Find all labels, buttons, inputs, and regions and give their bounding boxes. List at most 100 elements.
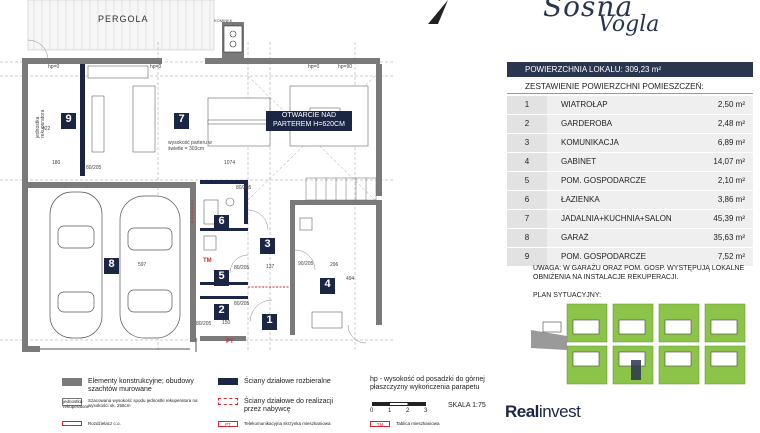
legend-text: Elementy konstrukcyjne; obudowy szachtów… bbox=[88, 378, 194, 393]
legend-to-build: Ściany działowe do realizacji przez naby… bbox=[218, 398, 348, 414]
door-code: 80/205 bbox=[86, 165, 102, 171]
room-label-4: 4 bbox=[320, 278, 335, 294]
logo-rest: invest bbox=[538, 402, 581, 421]
legend-text: hp - wysokość od posadzki do górnej płas… bbox=[370, 376, 485, 391]
logo-bold: Real bbox=[505, 402, 539, 421]
info-panel: Sosna Vogla POWIERZCHNIA LOKALU: 309,23 … bbox=[503, 0, 760, 428]
recuperator-label: jednostka rekuperatora bbox=[35, 109, 46, 138]
legend-text: Szacowana wysokość spodu jednostki rekup… bbox=[88, 398, 198, 408]
room-number: 8 bbox=[507, 229, 547, 247]
room-name: POM. GOSPODARCZE bbox=[547, 172, 687, 190]
site-plan-title: PLAN SYTUACYJNY: bbox=[533, 292, 602, 299]
hp-label: hp=0 bbox=[308, 64, 320, 70]
legend-partition: Ściany działowe rozbieralne bbox=[218, 378, 348, 386]
room-area: 3,86 m² bbox=[687, 191, 753, 209]
room-name: KOMUNIKACJA bbox=[547, 134, 687, 152]
room-label-6: 6 bbox=[214, 215, 229, 231]
cars bbox=[49, 191, 181, 339]
dimension-label: 422 bbox=[42, 126, 51, 132]
dimension-label: 1074 bbox=[224, 160, 236, 166]
brand-subtitle: Vogla bbox=[598, 12, 660, 37]
tm-marker: TM bbox=[203, 258, 212, 264]
legend-distributor: Rozdzielacz c.o. bbox=[62, 421, 212, 426]
legend-text: Tablica mieszkaniowa bbox=[396, 421, 440, 426]
dimension-label: 180 bbox=[52, 160, 61, 166]
legend-swatch-to-build bbox=[218, 398, 238, 405]
room-label-9: 9 bbox=[61, 113, 76, 129]
legend-swatch-wall bbox=[62, 378, 82, 386]
kitchen-furniture bbox=[87, 65, 271, 153]
legend-recuperator: jednostka rekuperatora Szacowana wysokoś… bbox=[62, 398, 212, 409]
room-name: ŁAZIENKA bbox=[547, 191, 687, 209]
room-area: 35,63 m² bbox=[687, 229, 753, 247]
room-label-1: 1 bbox=[262, 314, 277, 330]
dimension-label: 494 bbox=[346, 276, 355, 282]
room-number: 3 bbox=[507, 134, 547, 152]
legend-text: Ściany działowe do realizacji przez naby… bbox=[244, 398, 334, 413]
door-swings bbox=[27, 39, 367, 344]
legend-text: Ściany działowe rozbieralne bbox=[244, 378, 331, 385]
legend-pt: PT Telekomunikacyjna skrzynka mieszkanio… bbox=[218, 421, 348, 427]
dimension-label: 597 bbox=[138, 262, 147, 268]
room-area: 2,10 m² bbox=[687, 172, 753, 190]
rooms-table-title: ZESTAWIENIE POWIERZCHNI POMIESZCZEŃ: bbox=[507, 80, 753, 94]
room-label-7: 7 bbox=[174, 113, 189, 129]
site-plan-map bbox=[531, 300, 755, 388]
distributor-icon bbox=[62, 421, 82, 426]
tm-icon: TM bbox=[370, 421, 390, 427]
room-label-8: 8 bbox=[104, 258, 119, 274]
legend-structural: Elementy konstrukcyjne; obudowy szachtów… bbox=[62, 378, 212, 394]
compass-icon bbox=[428, 0, 448, 24]
room-name: GARAŻ bbox=[547, 229, 687, 247]
scale-bar: 0 1 2 3 bbox=[370, 402, 440, 416]
note-text: UWAGA: W GARAŻU ORAZ POM. GOSP. WYSTĘPUJ… bbox=[533, 265, 745, 281]
room-area: 45,39 m² bbox=[687, 210, 753, 228]
dimension-label: 296 bbox=[330, 262, 339, 268]
room-area: 6,89 m² bbox=[687, 134, 753, 152]
fireplace-label: KOMINEK bbox=[214, 18, 233, 23]
door-code: 80/205 bbox=[196, 321, 212, 327]
room-label-3: 3 bbox=[260, 238, 275, 254]
room-number: 6 bbox=[507, 191, 547, 209]
scale-label: SKALA 1:75 bbox=[448, 402, 486, 409]
fireplace-icon bbox=[223, 25, 243, 53]
scale-tick: 1 bbox=[388, 408, 392, 414]
room-number: 7 bbox=[507, 210, 547, 228]
room-area: 7,52 m² bbox=[687, 248, 753, 266]
dimension-label: 137 bbox=[266, 264, 275, 270]
scale-tick: 3 bbox=[424, 408, 428, 414]
floor-plan: PERGOLA KOMINEK OTWARCIE NAD PARTEREM H=… bbox=[0, 0, 486, 427]
room-area: 2,50 m² bbox=[687, 96, 753, 114]
room-name: GARDEROBA bbox=[547, 115, 687, 133]
room-area: 14,07 m² bbox=[687, 153, 753, 171]
door-code: 90/205 bbox=[298, 261, 314, 267]
door-code: 80/205 bbox=[234, 301, 250, 307]
dimension-label: 150 bbox=[222, 320, 231, 326]
walls-to-build bbox=[191, 200, 290, 288]
room-name: POM. GOSPODARCZE bbox=[547, 248, 687, 266]
room-label-5: 5 bbox=[214, 270, 229, 286]
room-number: 1 bbox=[507, 96, 547, 114]
room-label-2: 2 bbox=[214, 304, 229, 320]
door-code: 80/205 bbox=[234, 265, 250, 271]
hp-label: hp=0 bbox=[48, 64, 60, 70]
legend-text: Telekomunikacyjna skrzynka mieszkaniowa bbox=[244, 421, 331, 426]
office-desk bbox=[299, 217, 343, 329]
room-name: WIATROŁAP bbox=[547, 96, 687, 114]
scale-tick: 0 bbox=[370, 408, 374, 414]
legend-text: Rozdzielacz c.o. bbox=[88, 421, 121, 426]
developer-logo: Realinvest bbox=[505, 402, 581, 422]
room-number: 4 bbox=[507, 153, 547, 171]
brand-title: Sosna bbox=[543, 0, 634, 23]
room-area: 2,48 m² bbox=[687, 115, 753, 133]
recuperator-icon: jednostka rekuperatora bbox=[62, 398, 89, 409]
legend-swatch-partition bbox=[218, 378, 238, 385]
room-name: JADALNIA+KUCHNIA+SALON bbox=[547, 210, 687, 228]
door-code: 80/205 bbox=[236, 185, 252, 191]
